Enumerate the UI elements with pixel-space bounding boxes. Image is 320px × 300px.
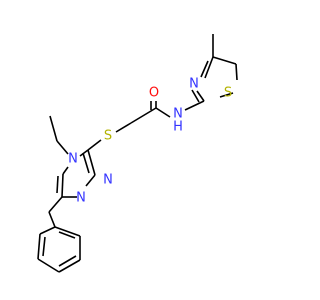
bond (196, 90, 205, 102)
bond (62, 166, 69, 175)
triazole-n2-atom: N (103, 173, 113, 188)
bond (191, 89, 200, 103)
bond (58, 231, 76, 239)
bond (115, 122, 132, 133)
bond (48, 196, 63, 213)
molecule-structure: O N H N S S N N N (37, 34, 238, 273)
bond (212, 56, 237, 65)
bond-layer (37, 34, 238, 273)
bond (219, 92, 234, 98)
bond (37, 258, 60, 273)
bond (42, 236, 46, 257)
atom-label-layer: O N H N S S N N N (68, 77, 232, 206)
bond (37, 233, 41, 260)
bond (39, 226, 56, 235)
bond (56, 175, 59, 194)
amide-nitrogen-atom: N (173, 107, 183, 122)
bond (49, 115, 58, 142)
triazole-n1-atom: N (76, 191, 86, 206)
amide-hydrogen-atom: H (173, 120, 183, 135)
bond (54, 226, 81, 237)
bond (155, 107, 171, 118)
oxygen-atom: O (149, 86, 159, 101)
bond (235, 63, 238, 81)
bond (56, 140, 69, 155)
triazole-n4-atom: N (68, 152, 78, 167)
bond (85, 174, 96, 187)
bond (87, 149, 96, 176)
bond (58, 255, 77, 267)
bond (82, 152, 90, 174)
bond (184, 100, 205, 111)
thiazole-nitrogen-atom: N (189, 77, 199, 92)
bond (130, 107, 157, 124)
thioether-sulfur-atom: S (104, 129, 112, 144)
bond (87, 139, 102, 151)
thiazole-sulfur-atom: S (224, 86, 232, 101)
bond (200, 60, 209, 78)
bond (48, 211, 56, 228)
bond (204, 56, 214, 79)
bond (61, 173, 64, 198)
bond (79, 149, 89, 157)
bond (58, 259, 81, 273)
